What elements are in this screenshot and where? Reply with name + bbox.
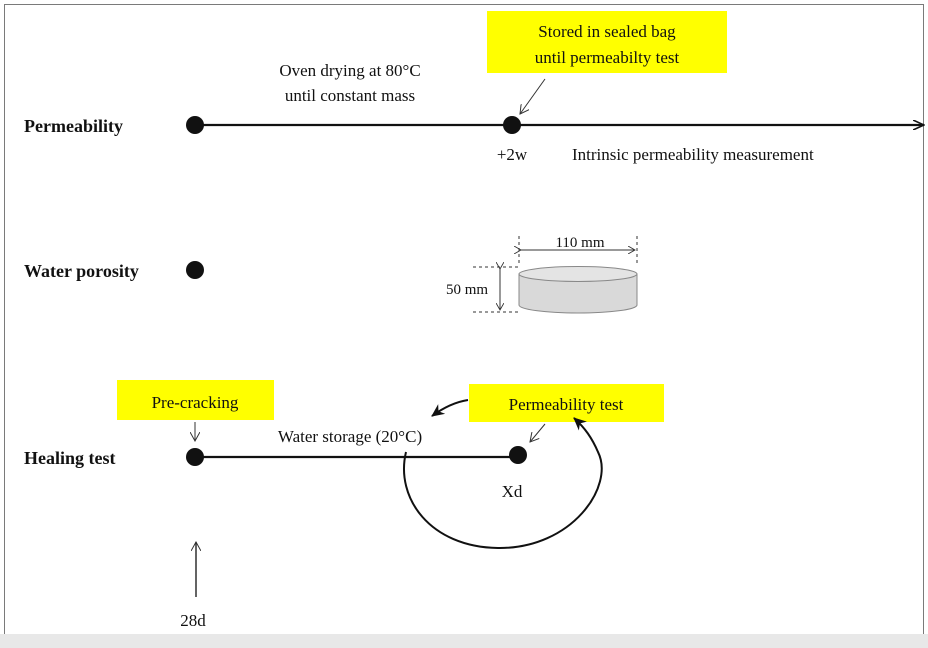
bottom-bar <box>0 634 928 648</box>
healing-xd-dot <box>509 446 527 464</box>
permeability-test-note: Permeability test <box>509 395 624 414</box>
water-porosity-dot <box>186 261 204 279</box>
permeability-time-mark: +2w <box>497 145 528 164</box>
permeability-2w-dot <box>503 116 521 134</box>
water-storage-label: Water storage (20°C) <box>278 427 422 446</box>
height-label: 50 mm <box>446 282 488 298</box>
healing-start-dot <box>186 448 204 466</box>
healing-cycle-loop-arrow <box>403 417 603 550</box>
diameter-label: 110 mm <box>555 235 604 251</box>
sealed-bag-pointer-arrow <box>520 78 546 114</box>
sealed-bag-note-line1: Stored in sealed bag <box>538 22 676 41</box>
diagram-frame <box>4 4 924 644</box>
water-porosity-row-label: Water porosity <box>24 261 139 281</box>
oven-drying-label-line1: Oven drying at 80°C <box>279 61 420 80</box>
sealed-bag-note-line2: until permeabilty test <box>535 48 680 67</box>
healing-time-mark: Xd <box>502 482 523 501</box>
age-28d-label: 28d <box>180 611 206 630</box>
intrinsic-measurement-label: Intrinsic permeability measurement <box>572 145 814 164</box>
permeability-row-label: Permeability <box>24 116 123 136</box>
return-to-storage-arrow <box>431 399 469 417</box>
sealed-bag-note-highlight <box>487 11 727 73</box>
precracking-note-highlight <box>117 380 274 420</box>
specimen-cylinder <box>518 266 638 314</box>
permeability-start-dot <box>186 116 204 134</box>
precracking-note: Pre-cracking <box>152 393 239 412</box>
permeability-test-pointer-arrow <box>530 423 546 442</box>
healing-test-row-label: Healing test <box>24 448 116 468</box>
permeability-test-note-highlight <box>469 384 664 422</box>
oven-drying-label-line2: until constant mass <box>285 86 415 105</box>
